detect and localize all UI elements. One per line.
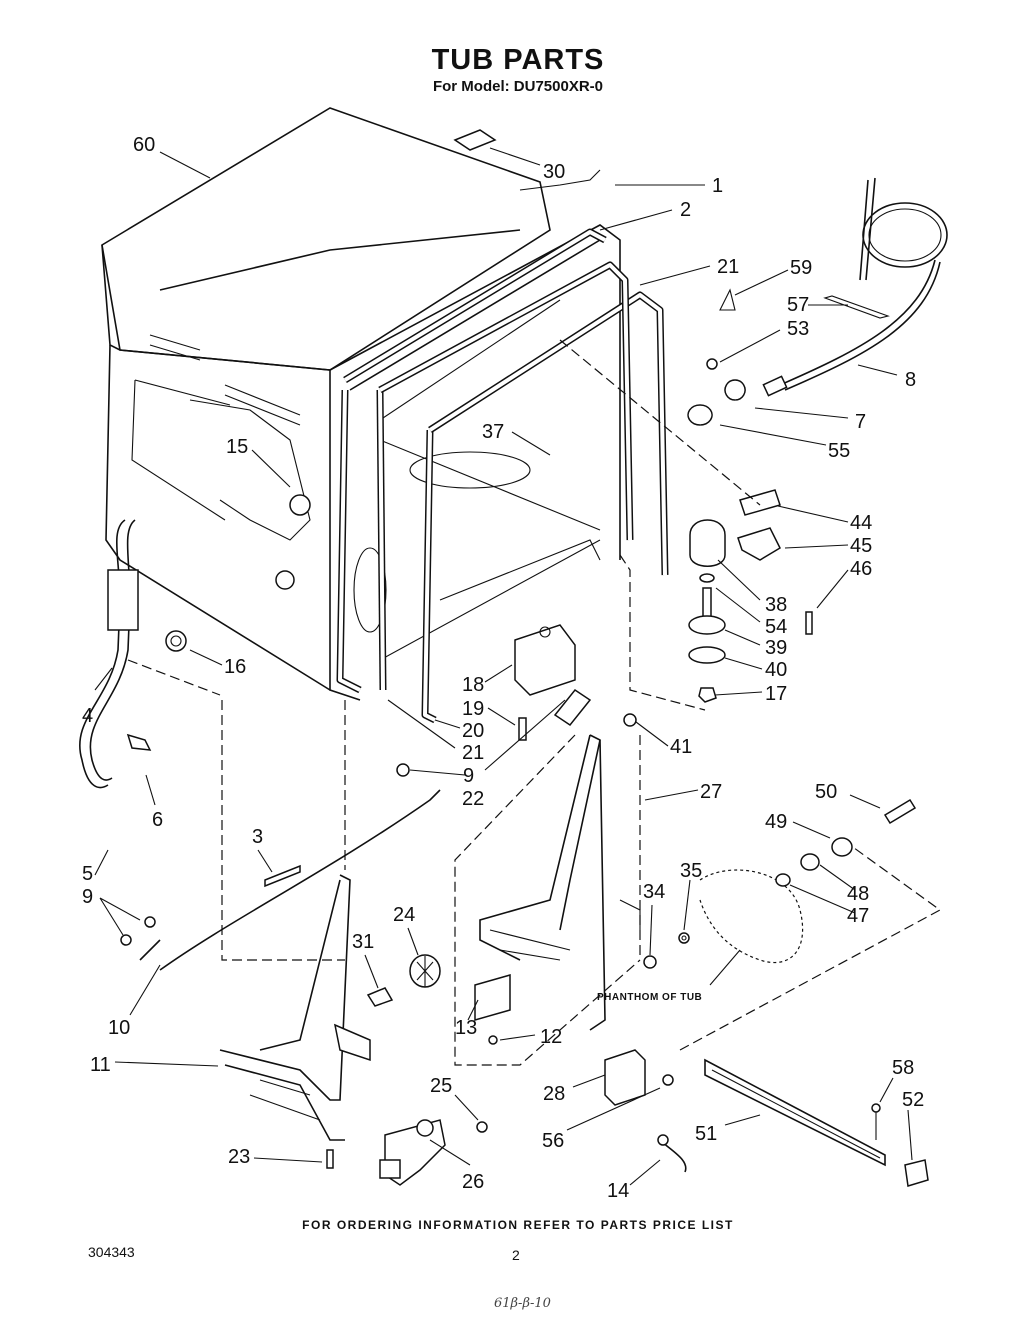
- callout-7: 7: [855, 411, 866, 433]
- callout-52: 52: [902, 1089, 924, 1111]
- document-number: 304343: [88, 1244, 135, 1260]
- door-gaskets: [336, 228, 669, 724]
- water-valve: [379, 1119, 488, 1186]
- callout-58: 58: [892, 1057, 914, 1079]
- callout-23: 23: [228, 1146, 250, 1168]
- callout-6: 6: [152, 809, 163, 831]
- callout-21-top: 21: [717, 256, 739, 278]
- handwritten-note: 61β-β-10: [494, 1296, 551, 1311]
- callout-41: 41: [670, 736, 692, 758]
- callout-45: 45: [850, 535, 872, 557]
- callout-53: 53: [787, 318, 809, 340]
- center-parts: [120, 624, 637, 971]
- callout-30: 30: [543, 161, 565, 183]
- callout-17: 17: [765, 683, 787, 705]
- callout-56: 56: [542, 1130, 564, 1152]
- callout-9-center: 9: [463, 765, 474, 787]
- callout-10: 10: [108, 1017, 130, 1039]
- callout-2: 2: [680, 199, 691, 221]
- callout-3: 3: [252, 826, 263, 848]
- callout-9-left: 9: [82, 886, 93, 908]
- callout-4: 4: [82, 705, 93, 727]
- callout-5: 5: [82, 863, 93, 885]
- callout-47: 47: [847, 905, 869, 927]
- phantom-of-tub-note: PHANTHOM OF TUB: [597, 992, 702, 1003]
- callout-38: 38: [765, 594, 787, 616]
- callout-60: 60: [133, 134, 155, 156]
- callout-49: 49: [765, 811, 787, 833]
- callout-13: 13: [455, 1017, 477, 1039]
- callout-37: 37: [482, 421, 504, 443]
- page-number: 2: [512, 1247, 520, 1263]
- callout-44: 44: [850, 512, 872, 534]
- callout-46: 46: [850, 558, 872, 580]
- callout-26: 26: [462, 1171, 484, 1193]
- callout-24: 24: [393, 904, 415, 926]
- callout-59: 59: [790, 257, 812, 279]
- callout-11: 11: [90, 1054, 111, 1076]
- callout-51: 51: [695, 1123, 717, 1145]
- callout-34: 34: [643, 881, 665, 903]
- left-rack-arm: [219, 700, 371, 1169]
- callout-1: 1: [712, 175, 723, 197]
- model-subtitle: For Model: DU7500XR-0: [432, 78, 604, 95]
- callout-50: 50: [815, 781, 837, 803]
- callout-35: 35: [680, 860, 702, 882]
- callout-19: 19: [462, 698, 484, 720]
- callout-39: 39: [765, 637, 787, 659]
- callout-18: 18: [462, 674, 484, 696]
- callout-27: 27: [700, 781, 722, 803]
- right-side-parts: [453, 129, 890, 711]
- callout-22: 22: [462, 788, 484, 810]
- lower-right-parts: [604, 798, 942, 1187]
- callout-20: 20: [462, 720, 484, 742]
- page-title: TUB PARTS: [431, 44, 605, 76]
- callout-57: 57: [787, 294, 809, 316]
- callout-16: 16: [224, 656, 246, 678]
- callout-40: 40: [765, 659, 787, 681]
- tub-cabinet: [101, 107, 621, 701]
- callout-31: 31: [352, 931, 374, 953]
- leader-lines: [94, 147, 913, 1186]
- callout-25: 25: [430, 1075, 452, 1097]
- callout-48: 48: [847, 883, 869, 905]
- callout-21-bottom: 21: [462, 742, 484, 764]
- callout-8: 8: [905, 369, 916, 391]
- callout-15: 15: [226, 436, 248, 458]
- callout-54: 54: [765, 616, 787, 638]
- fill-hose: [762, 177, 948, 397]
- callout-12: 12: [540, 1026, 562, 1048]
- callout-labels: 60 30 1 2 21 59 57 53 8 7 55 37 15 44 45…: [82, 134, 924, 1202]
- callout-55: 55: [828, 440, 850, 462]
- callout-28: 28: [543, 1083, 565, 1105]
- part-15-icon: [289, 494, 311, 516]
- left-hose-parts: [79, 519, 221, 789]
- callout-14: 14: [607, 1180, 629, 1202]
- center-rack-arm: [366, 734, 641, 1066]
- ordering-note: FOR ORDERING INFORMATION REFER TO PARTS …: [302, 1218, 734, 1232]
